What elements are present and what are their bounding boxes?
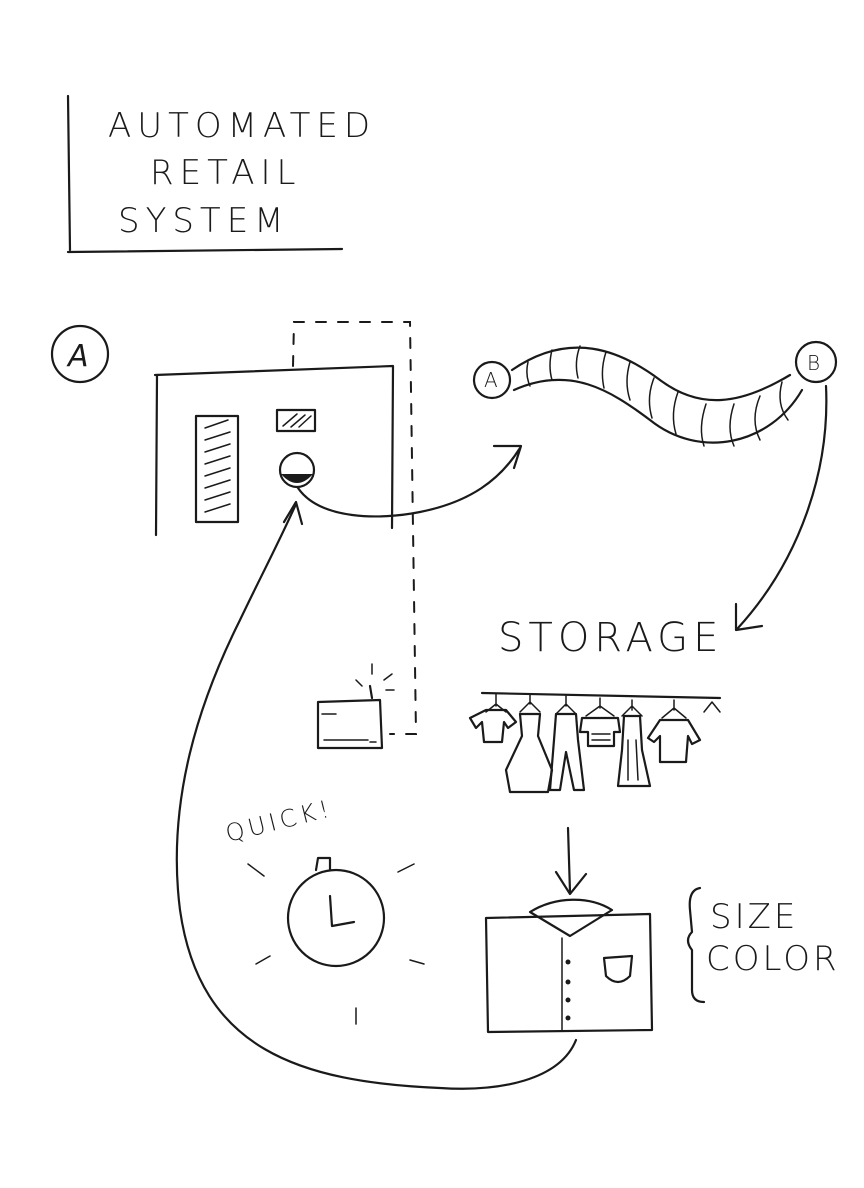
clock-crown: [314, 856, 332, 872]
clock-hands: [328, 894, 356, 928]
panel-marker-circle: [50, 324, 110, 384]
scanner-button-shade: [281, 474, 313, 483]
dress-garment: [504, 693, 554, 794]
kiosk-display-hatch: [204, 419, 231, 513]
dashed-conduit: [292, 321, 418, 735]
shirt-collar: [528, 898, 614, 938]
card-slot-hatch: [282, 413, 312, 428]
size-label: SIZE: [710, 897, 798, 937]
tube-end-letter: B: [807, 351, 820, 375]
kiosk-to-tube-arrowhead: [492, 444, 523, 470]
title-line-2: RETAIL: [150, 153, 301, 193]
tube-lower-edge: [512, 378, 804, 444]
title-line-3: SYSTEM: [118, 201, 290, 241]
tshirt-garment: [468, 693, 518, 744]
tube-to-storage-arrowhead: [734, 602, 764, 632]
rack-to-box-line: [566, 826, 572, 894]
title-bottom-rule: [66, 247, 344, 254]
receipt-printer: [316, 663, 395, 750]
return-loop-arrowhead: [282, 500, 304, 526]
pneumatic-tube: A B: [472, 340, 838, 447]
empty-hanger: [703, 701, 721, 713]
clock-motion-lines: [247, 863, 425, 1025]
tube-start-circle: [472, 360, 512, 400]
color-label: COLOR: [706, 939, 840, 979]
return-loop-line: [175, 502, 578, 1090]
tube-to-storage-arrow: [734, 384, 828, 632]
title-block: AUTOMATED RETAIL SYSTEM: [66, 94, 376, 254]
kiosk-display: [194, 414, 240, 524]
printer-body: [316, 698, 384, 750]
rack-rail: [480, 691, 722, 700]
kiosk-outline-left: [154, 373, 159, 537]
clock-face: [286, 868, 386, 968]
shirt-pocket: [602, 954, 634, 984]
kiosk-outline-top-right: [153, 364, 395, 530]
printer-light: [368, 684, 374, 700]
kiosk-to-tube-line: [296, 446, 522, 518]
clothing-rack: [468, 691, 722, 794]
panel-marker-letter: A: [66, 339, 89, 374]
tube-to-storage-line: [736, 384, 828, 630]
card-slot: [275, 408, 317, 433]
shirt-buttons: [565, 959, 571, 1021]
title-left-rule: [66, 94, 72, 252]
gown-garment: [616, 699, 652, 788]
tube-end-circle: [794, 340, 838, 384]
dashed-conduit-path: [292, 321, 418, 735]
rack-to-box-arrowhead: [554, 870, 588, 896]
return-loop-arrow: [175, 500, 578, 1090]
options-brace: [686, 886, 706, 1004]
panel-marker: A: [50, 324, 110, 384]
tube-start-letter: A: [484, 368, 498, 392]
printer-light-rays: [355, 663, 395, 691]
size-color-options: SIZE COLOR: [686, 886, 840, 1004]
kiosk-to-tube-arrow: [296, 444, 523, 518]
rack-to-box-arrow: [554, 826, 588, 896]
shirt-box: [484, 898, 654, 1034]
sweater-garment: [578, 697, 622, 748]
overalls-garment: [548, 695, 586, 792]
printer-details: [321, 713, 377, 743]
shirt-garment: [646, 699, 702, 764]
tube-segments: [526, 345, 789, 447]
title-line-1: AUTOMATED: [108, 106, 376, 146]
tube-upper-edge: [510, 346, 792, 402]
kiosk-panel: [153, 364, 395, 537]
storage-label: STORAGE: [498, 615, 723, 661]
shirt-box-outline: [484, 912, 654, 1034]
quick-clock: QUICK!: [223, 794, 425, 1025]
quick-label: QUICK!: [223, 794, 336, 848]
scanner-button: [278, 451, 316, 489]
